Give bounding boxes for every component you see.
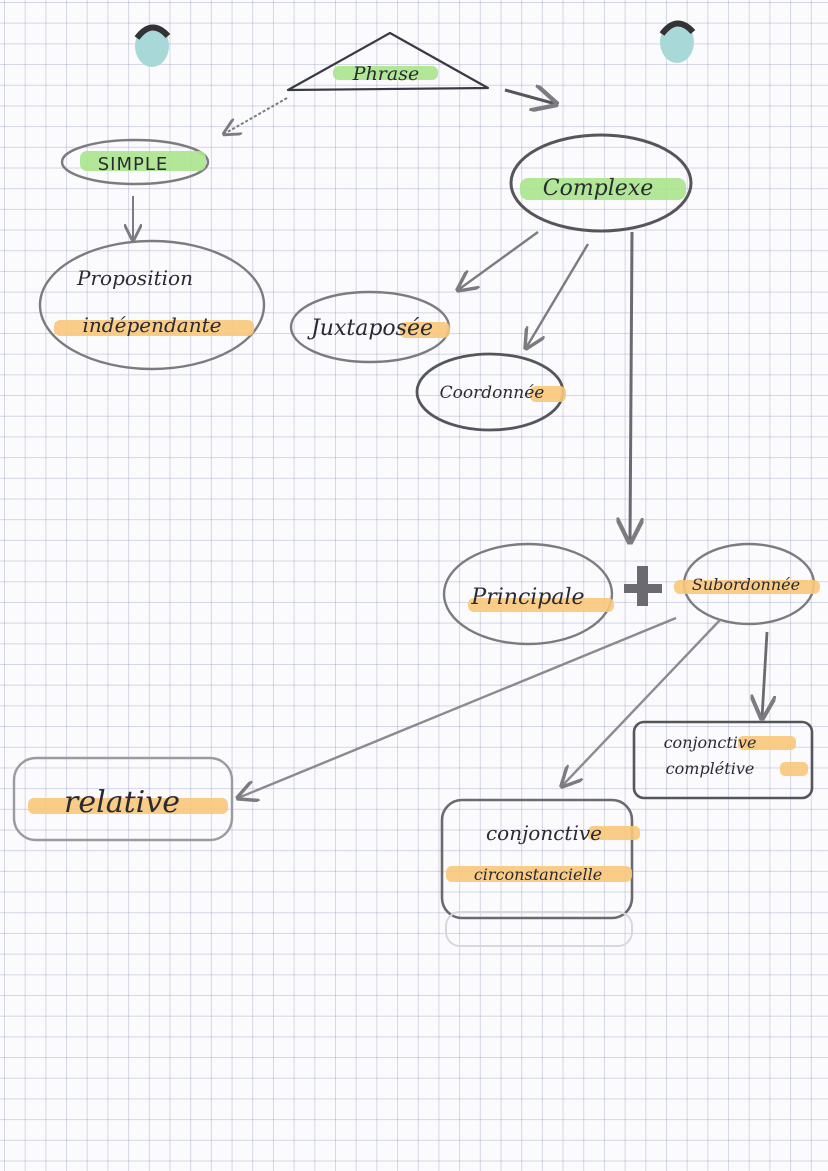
binder-hole-left <box>135 25 169 67</box>
relative-label: relative <box>64 785 180 820</box>
complexe-node: Complexe <box>509 133 693 233</box>
principale-highlight <box>468 598 614 612</box>
plus-sign: + <box>624 566 662 606</box>
binder-hole-right-shadow <box>659 20 696 36</box>
subordonnee-node: Subordonnée <box>674 542 820 626</box>
conjonctive-circonstancielle-node: conjonctive circonstancielle <box>440 798 640 947</box>
arrow-phrase-to-simple <box>224 97 288 134</box>
coordonnee-highlight <box>530 386 566 402</box>
juxtaposee-highlight <box>400 322 450 338</box>
arrow-subordonnee-to-relative <box>238 616 677 798</box>
proposition-label-line2: indépendante <box>83 313 222 337</box>
juxtaposee-node: Juxtaposée <box>289 290 451 364</box>
phrase-node: Phrase <box>286 31 490 92</box>
proposition-independante-node: Proposition indépendante <box>38 239 266 371</box>
simple-node: SIMPLE <box>60 138 210 186</box>
arrow-complexe-to-coordonnee <box>526 243 590 348</box>
arrow-phrase-to-complexe <box>504 90 556 104</box>
relative-highlight <box>28 798 228 814</box>
circonstancielle-highlight-line1 <box>588 826 640 840</box>
circonstancielle-label-line1: conjonctive <box>486 821 602 845</box>
proposition-label-line1: Proposition <box>76 266 193 290</box>
arrow-complexe-to-juxtaposee <box>458 231 539 290</box>
proposition-highlight <box>54 320 254 336</box>
conjonctive-completive-node: conjonctive complétive <box>632 720 814 800</box>
completive-highlight-line2 <box>780 762 808 776</box>
complexe-label: Complexe <box>543 176 654 201</box>
circonstancielle-highlight-line2 <box>446 866 632 882</box>
principale-label: Principale <box>470 585 584 610</box>
arrow-subordonnee-to-circonstancielle <box>562 619 721 786</box>
coordonnee-node: Coordonnée <box>415 352 566 432</box>
relative-node: relative <box>12 756 234 842</box>
completive-label-line2: complétive <box>666 759 755 778</box>
principale-node: Principale <box>442 542 614 646</box>
phrase-highlight <box>333 66 438 80</box>
completive-label-line1: conjonctive <box>664 733 757 752</box>
binder-hole-left-shadow <box>134 24 171 40</box>
binder-hole-right <box>660 21 694 63</box>
complexe-highlight <box>520 178 686 200</box>
phrase-label: Phrase <box>352 63 419 85</box>
subordonnee-highlight <box>674 580 820 594</box>
completive-highlight-line1 <box>738 736 796 750</box>
circonstancielle-label-line2: circonstancielle <box>474 865 602 884</box>
juxtaposee-label: Juxtaposée <box>307 316 433 341</box>
coordonnee-label: Coordonnée <box>440 383 545 403</box>
subordonnee-label: Subordonnée <box>692 575 800 594</box>
arrow-subordonnee-to-completive <box>762 631 767 718</box>
simple-label: SIMPLE <box>98 154 169 175</box>
arrow-complexe-to-principale-subordonnee <box>630 231 632 542</box>
simple-highlight <box>80 151 206 171</box>
